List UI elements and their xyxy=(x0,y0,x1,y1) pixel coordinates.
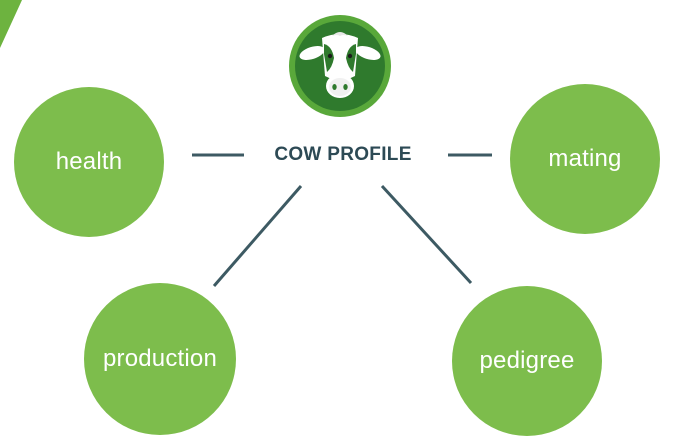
corner-accent-shape xyxy=(0,0,22,48)
cow-head-icon xyxy=(288,14,392,118)
node-health: health xyxy=(14,87,164,237)
connector-production xyxy=(212,185,303,287)
node-health-label: health xyxy=(55,148,123,175)
node-production-label: production xyxy=(102,345,218,372)
node-pedigree-label: pedigree xyxy=(479,347,575,374)
node-mating: mating xyxy=(510,84,660,234)
center-title: COW PROFILE xyxy=(274,144,412,165)
node-production: production xyxy=(84,283,236,435)
node-mating-label: mating xyxy=(548,145,622,172)
connector-pedigree xyxy=(380,184,473,285)
node-pedigree: pedigree xyxy=(452,286,602,436)
